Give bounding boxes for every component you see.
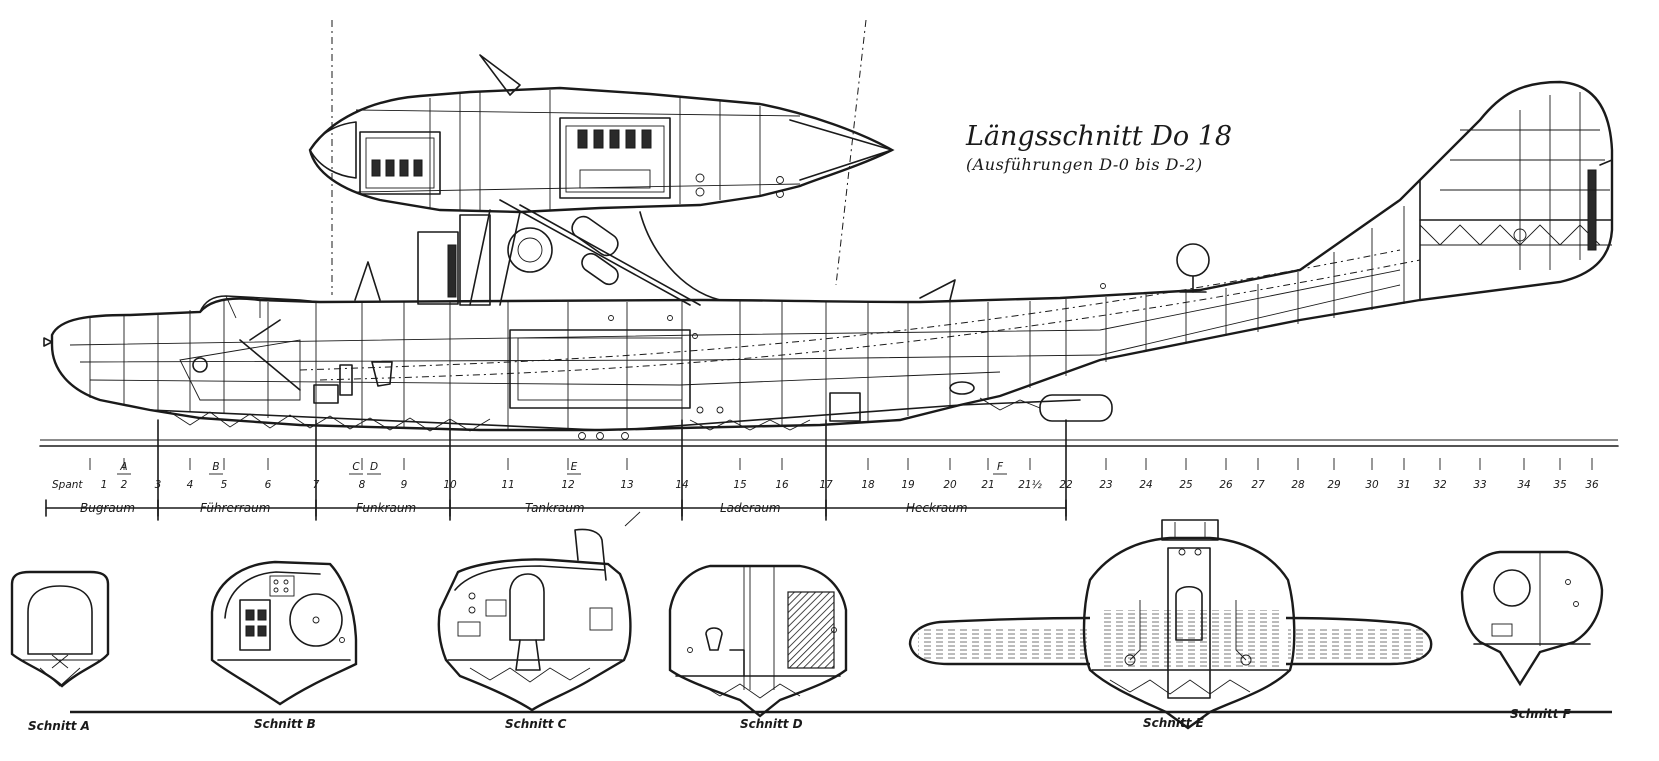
hull-side-section [43,80,1614,440]
frame-label: 27 [1251,479,1265,491]
drawing-title: Längsschnitt Do 18 [965,121,1232,152]
frame-label: 19 [901,479,915,491]
seat-c [509,573,545,641]
compartment-bar: Bugraum Führerraum Funkraum Tankraum Lad… [45,499,1067,517]
frame-label: 20 [943,479,957,491]
label-schnitt-a: Schnitt A [28,719,90,733]
oil-tank [507,227,553,273]
rudder-balance [1587,169,1597,251]
frame-label: 21 [981,479,994,491]
engine-nacelle [308,19,956,306]
front-spinner [309,121,357,179]
frame-label: 2 [121,479,128,491]
frame-label: 24 [1139,479,1152,491]
frame-label: 18 [861,479,875,491]
front-engine [359,131,441,195]
frame-label: 26 [1219,479,1233,491]
frame-label: 29 [1327,479,1341,491]
frame-label: 4 [187,479,194,491]
exhaust-stack [479,54,521,96]
label-schnitt-f: Schnitt F [1510,707,1572,721]
rear-engine [559,117,671,199]
frame-label: 10 [443,479,457,491]
hull-frames [89,206,1405,430]
tail-bumper [1039,394,1113,422]
label-schnitt-c: Schnitt C [505,717,567,731]
cross-section-b [210,560,358,706]
nose-wheel [192,357,208,373]
section-marker: E [571,461,578,473]
frame-label: 34 [1517,479,1530,491]
rear-spinner [789,119,893,181]
frame-label: 15 [733,479,747,491]
instrument-dial [289,593,343,647]
frame-label: 23 [1099,479,1112,491]
cross-section-d [668,564,848,718]
radio-rack [339,364,353,396]
section-marker: D [370,461,378,473]
frame-label: 14 [675,479,688,491]
frame-label: 5 [221,479,228,491]
radio-operator-seat [371,361,393,387]
frame-label: 22 [1059,479,1073,491]
cargo-block [787,591,835,669]
label-schnitt-e: Schnitt E [1143,716,1205,730]
frame-label: 28 [1291,479,1305,491]
frame-label: 33 [1473,479,1486,491]
frame-label: 21½ [1018,479,1042,491]
frame-label: 12 [561,479,575,491]
frame-label: 8 [359,479,366,491]
frame-axis-prefix: Spant [52,479,83,491]
frame-label: 35 [1553,479,1567,491]
frame-label: 30 [1365,479,1379,491]
label-schnitt-d: Schnitt D [740,717,803,731]
compartment-funkraum: Funkraum [356,501,416,515]
dorsal-turret [1176,243,1210,277]
cross-section-f [1460,550,1604,687]
frame-label: 1 [101,479,108,491]
frame-label: 31 [1397,479,1410,491]
frame-label: 17 [819,479,833,491]
section-marker: F [997,461,1004,473]
compartment-laderaum: Laderaum [720,501,781,515]
rear-propeller-axis [835,19,867,286]
frame-label: 13 [620,479,633,491]
cargo-hatch [829,392,861,422]
frame-label: 25 [1179,479,1193,491]
fuel-pipe [571,215,619,257]
drawing-subtitle: (Ausführungen D-0 bis D-2) [966,155,1203,174]
frame-label: 7 [313,479,320,491]
compartment-heckraum: Heckraum [906,501,968,515]
frame-label: 6 [265,479,272,491]
section-marker: B [212,461,219,473]
frame-label: 9 [401,479,408,491]
compartment-tankraum: Tankraum [525,501,585,515]
frame-label: 32 [1433,479,1447,491]
cross-section-c [437,511,641,712]
frame-label: 36 [1585,479,1599,491]
frame-label: 16 [775,479,789,491]
frame-label: 11 [501,479,514,491]
section-marker: A [119,461,127,473]
cross-section-a [10,570,110,688]
section-marker: C [352,461,360,473]
pylon-front [417,231,459,305]
fuel-tank [509,329,691,409]
rear-hatch [1493,569,1531,607]
compartment-bugraum: Bugraum [80,501,135,515]
label-schnitt-b: Schnitt B [254,717,316,731]
compartment-fuehrerraum: Führerraum [200,501,270,515]
frame-label: 3 [155,479,162,491]
cross-section-e [908,519,1433,730]
diagonal-strut [499,199,691,306]
pylon-trailing-edge [639,211,721,301]
